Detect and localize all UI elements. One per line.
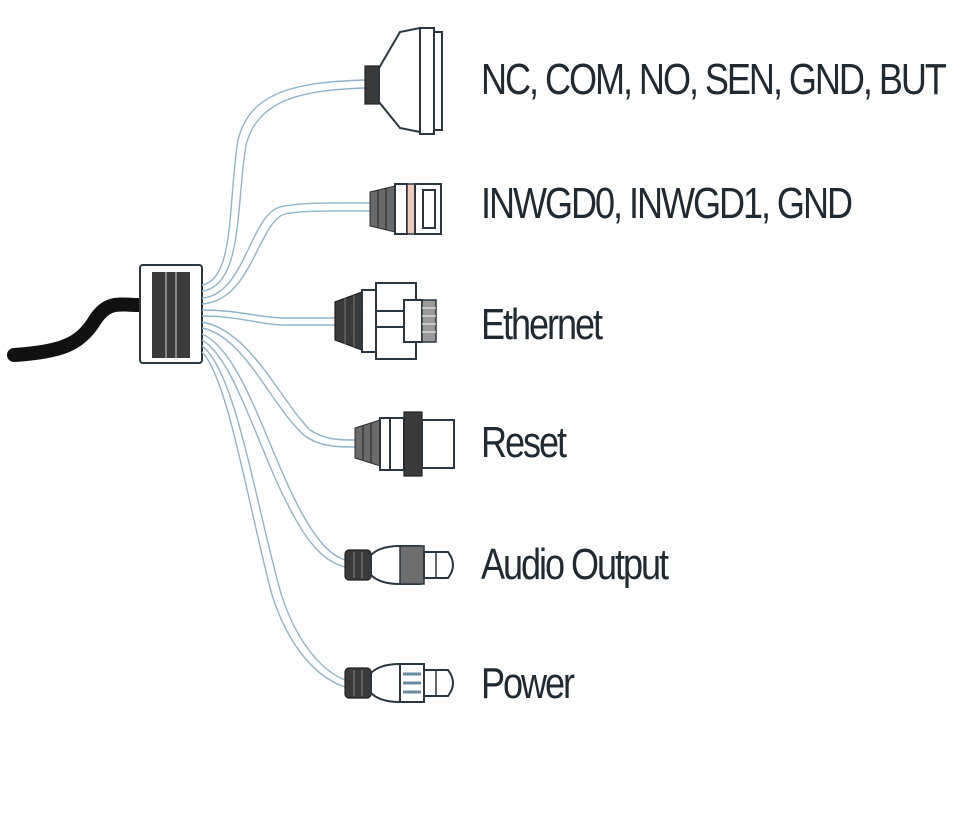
wire-alarm — [201, 79, 366, 292]
wire-ethernet — [201, 309, 335, 326]
label-ethernet: Ethernet — [481, 300, 603, 349]
alarm-connector-icon — [364, 26, 443, 135]
label-reset: Reset — [481, 418, 567, 467]
label-wiegand: INWGD0, INWGD1, GND — [481, 179, 853, 228]
main-cable — [7, 297, 147, 362]
wiegand-connector-icon — [369, 183, 442, 235]
ethernet-connector-icon — [334, 282, 437, 360]
wire-audio — [201, 333, 346, 568]
label-power: Power — [481, 659, 575, 708]
cable-hub — [139, 264, 203, 364]
wires — [201, 79, 371, 688]
label-audio: Audio Output — [481, 540, 669, 589]
reset-connector-icon — [354, 411, 455, 477]
power-connector-icon — [344, 663, 454, 703]
wire-reset — [201, 321, 356, 448]
wire-wiegand — [201, 202, 371, 305]
wire-power — [201, 345, 346, 688]
audio-connector-icon — [344, 545, 454, 585]
label-alarm: NC, COM, NO, SEN, GND, BUT — [481, 55, 947, 104]
